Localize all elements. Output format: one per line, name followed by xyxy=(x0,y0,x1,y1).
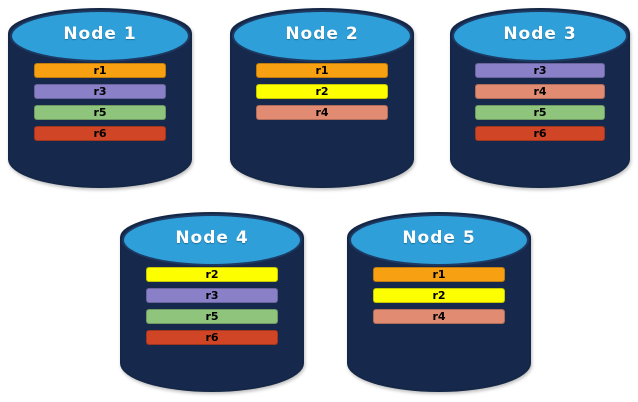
shard-r2[interactable]: r2 xyxy=(372,288,506,303)
node-3-cylinder-top xyxy=(452,10,628,62)
shard-r3[interactable]: r3 xyxy=(33,84,167,99)
shard-r1[interactable]: r1 xyxy=(255,63,389,78)
node-2-shard-list: r1 r2 r4 xyxy=(230,63,414,120)
shard-r1[interactable]: r1 xyxy=(372,267,506,282)
node-1-shard-list: r1 r3 r5 r6 xyxy=(8,63,192,141)
shard-r6[interactable]: r6 xyxy=(33,126,167,141)
node-5-shard-list: r1 r2 r4 xyxy=(347,267,531,324)
node-1-cylinder-top xyxy=(10,10,190,62)
shard-r5[interactable]: r5 xyxy=(475,105,605,120)
shard-r4[interactable]: r4 xyxy=(372,309,506,324)
shard-r3[interactable]: r3 xyxy=(475,63,605,78)
node-5-cylinder-top xyxy=(349,214,529,266)
shard-r2[interactable]: r2 xyxy=(145,267,279,282)
shard-r4[interactable]: r4 xyxy=(255,105,389,120)
shard-r3[interactable]: r3 xyxy=(145,288,279,303)
shard-r2[interactable]: r2 xyxy=(255,84,389,99)
shard-r6[interactable]: r6 xyxy=(475,126,605,141)
shard-r5[interactable]: r5 xyxy=(33,105,167,120)
node-3-shard-list: r3 r4 r5 r6 xyxy=(450,63,630,141)
shard-r5[interactable]: r5 xyxy=(145,309,279,324)
node-4-cylinder-top xyxy=(122,214,302,266)
shard-r4[interactable]: r4 xyxy=(475,84,605,99)
shard-r1[interactable]: r1 xyxy=(33,63,167,78)
node-4-shard-list: r2 r3 r5 r6 xyxy=(120,267,304,345)
node-2-cylinder-top xyxy=(232,10,412,62)
shard-r6[interactable]: r6 xyxy=(145,330,279,345)
